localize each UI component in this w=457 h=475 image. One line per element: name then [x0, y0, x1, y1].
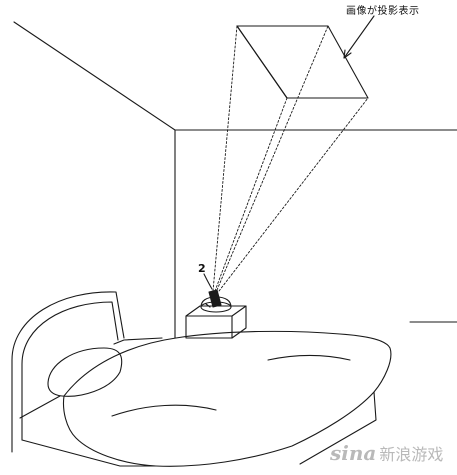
duvet-fold-line — [111, 404, 217, 417]
table-front — [185, 315, 233, 339]
bedside-table — [185, 305, 247, 339]
label-arrow-shaft — [343, 15, 375, 59]
mattress-edge — [113, 337, 163, 345]
ceiling-edge-line — [13, 21, 176, 131]
bed-frame-line — [19, 395, 61, 419]
room-walls — [13, 21, 457, 339]
projection-label: 画像が投影表示 — [346, 6, 420, 17]
reference-leader-line — [203, 273, 213, 290]
beam-top-right — [216, 25, 329, 291]
reference-number: 2 — [198, 262, 206, 275]
headboard-outer — [11, 291, 125, 453]
watermark: sina 新浪游戏 — [330, 440, 443, 466]
beam-bottom-right — [218, 97, 369, 292]
label-arrow-head — [343, 49, 352, 59]
headboard-inner — [21, 301, 119, 441]
label-arrow — [343, 15, 375, 59]
bed-base-edge — [299, 391, 377, 465]
beam-top-left — [212, 25, 238, 292]
pillow — [47, 347, 123, 397]
phone-device — [208, 289, 222, 308]
bed — [11, 291, 392, 467]
duvet-fold-line-upper — [267, 354, 351, 361]
watermark-brand-text: 新浪游戏 — [379, 445, 444, 464]
beam-bottom-left — [214, 97, 288, 292]
projected-image-diagonal — [236, 25, 288, 99]
table-side — [231, 305, 247, 339]
bed-base-front — [21, 439, 157, 467]
projected-image — [236, 25, 369, 99]
table-top — [185, 305, 247, 317]
projector-device — [200, 289, 232, 313]
sina-logo: sina — [330, 441, 377, 465]
projector-detail-line — [205, 303, 211, 308]
projection-beams — [212, 25, 369, 292]
